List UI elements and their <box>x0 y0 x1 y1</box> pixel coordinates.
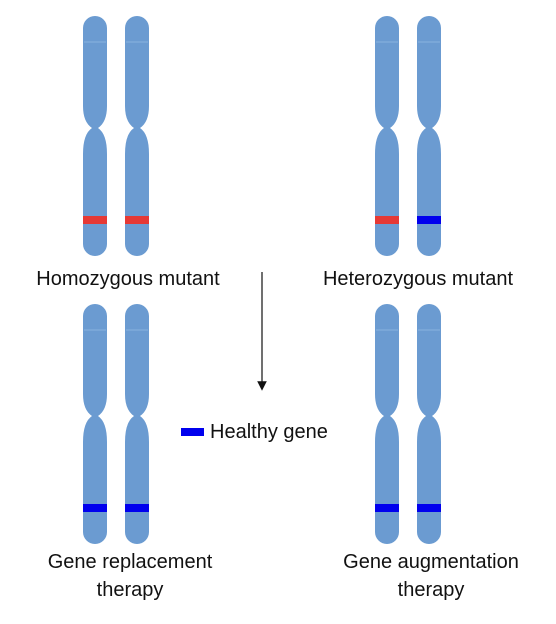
gene-replacement-therapy-chromosome-1 <box>83 304 107 544</box>
homozygous-mutant-chromosome-1 <box>83 16 107 256</box>
chromosome-body <box>125 16 149 256</box>
gene-replacement-therapy-chromosome-2 <box>125 304 149 544</box>
chromosome-body <box>417 304 441 544</box>
healthy-gene-band <box>417 216 441 224</box>
augmentation-label-line2: therapy <box>397 579 465 601</box>
healthy-gene-band <box>125 504 149 512</box>
mutant-gene-band <box>125 216 149 224</box>
legend: Healthy gene <box>181 418 328 446</box>
replacement-label-line2: therapy <box>96 579 164 601</box>
gene-replacement-therapy-label: Gene replacement therapy <box>0 548 260 604</box>
healthy-gene-legend-label: Healthy gene <box>210 420 328 443</box>
chromosome-body <box>83 16 107 256</box>
replacement-label-line1: Gene replacement <box>47 551 213 573</box>
homozygous-mutant-chromosome-2 <box>125 16 149 256</box>
gene-augmentation-therapy-chromosome-2 <box>417 304 441 544</box>
chromosome-body <box>375 304 399 544</box>
chromosome-body <box>417 16 441 256</box>
mutant-gene-band <box>83 216 107 224</box>
chromosome-body <box>83 304 107 544</box>
augmentation-label-line1: Gene augmentation <box>343 551 519 573</box>
healthy-gene-band <box>375 504 399 512</box>
homozygous-mutant-label: Homozygous mutant <box>36 268 220 290</box>
gene-augmentation-therapy-chromosome-1 <box>375 304 399 544</box>
chromosome-body <box>125 304 149 544</box>
healthy-gene-band <box>83 504 107 512</box>
healthy-gene-swatch <box>181 428 204 436</box>
heterozygous-mutant-chromosome-1 <box>375 16 399 256</box>
mutant-gene-band <box>375 216 399 224</box>
healthy-gene-band <box>417 504 441 512</box>
chromosome-body <box>375 16 399 256</box>
gene-augmentation-therapy-label: Gene augmentation therapy <box>300 548 556 604</box>
heterozygous-mutant-chromosome-2 <box>417 16 441 256</box>
heterozygous-mutant-label: Heterozygous mutant <box>322 268 514 290</box>
